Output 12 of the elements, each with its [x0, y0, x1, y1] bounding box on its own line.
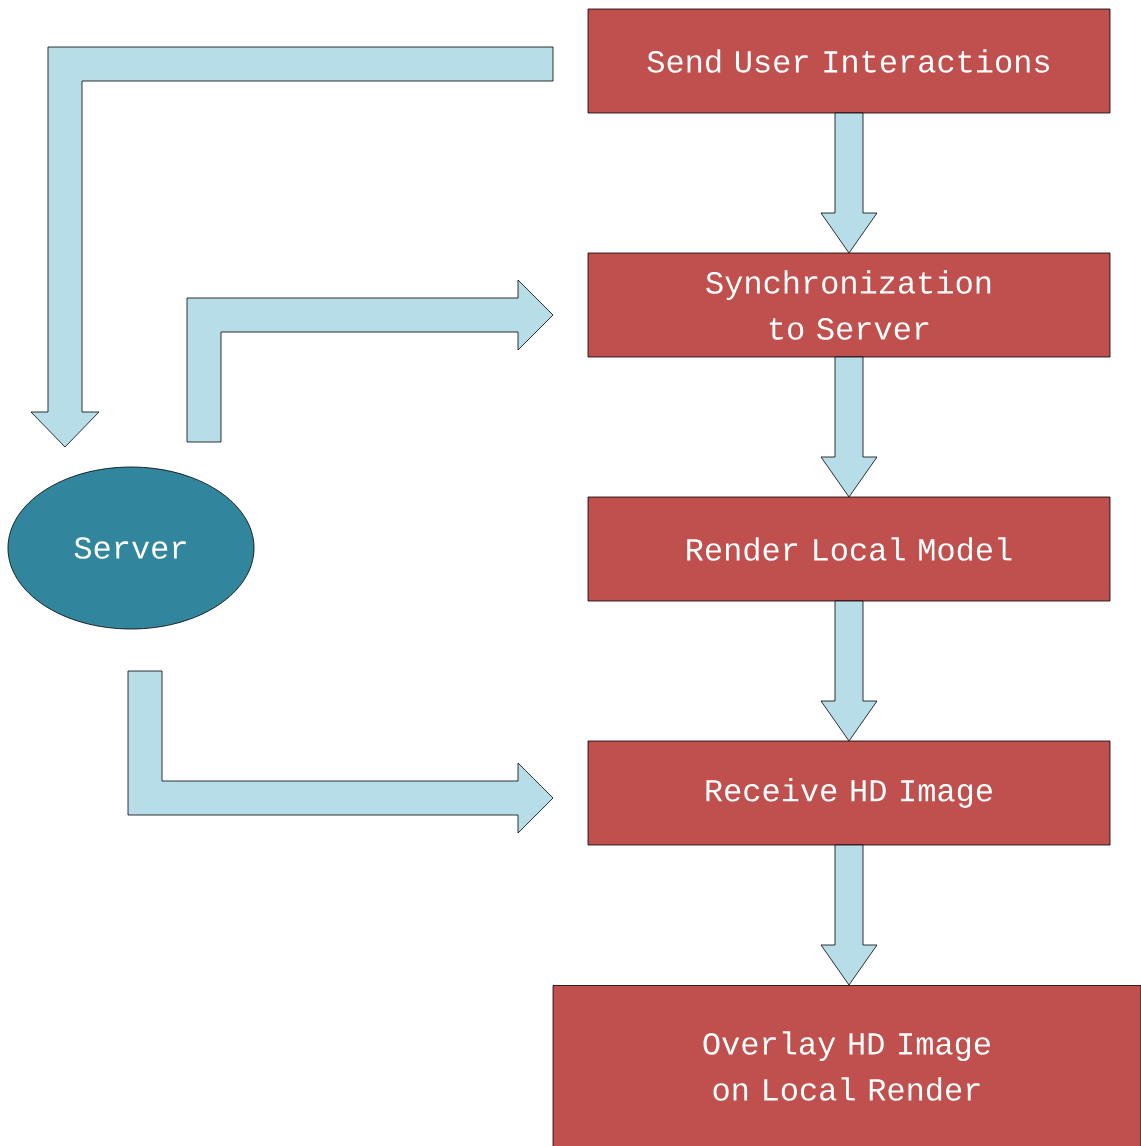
block-arrow [186, 279, 554, 443]
block-arrow [820, 844, 878, 986]
process-box: Render Local Model [587, 496, 1111, 602]
block-arrow [820, 600, 878, 742]
block-arrow [820, 356, 878, 498]
block-arrow [30, 46, 554, 448]
block-arrow [127, 670, 554, 834]
process-box: Synchronization to Server [587, 252, 1111, 358]
process-box: Overlay HD Image on Local Render [552, 985, 1141, 1146]
process-box: Receive HD Image [587, 740, 1111, 846]
block-arrow [820, 112, 878, 254]
process-box: Send User Interactions [587, 8, 1111, 114]
